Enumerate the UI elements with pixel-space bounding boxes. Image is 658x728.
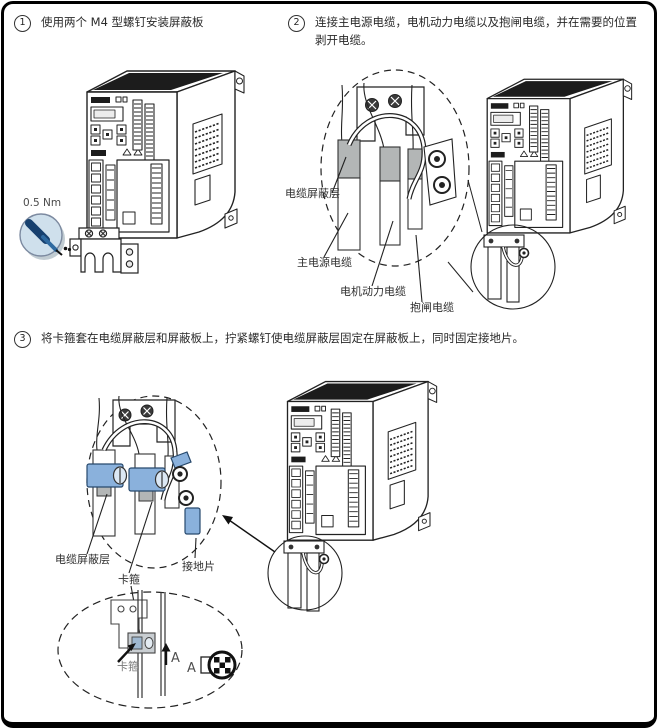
- plate-clamp-detail: [110, 590, 237, 698]
- magnifier-arrow: [222, 515, 276, 553]
- magnifier-ellipse: [320, 69, 470, 267]
- label-main-power-cable: 主电源电缆: [297, 255, 352, 269]
- label-view-a: A: [187, 661, 196, 676]
- step2-number-badge: 2: [288, 15, 305, 32]
- detail-source-circle-3: [267, 535, 343, 611]
- step2-header: 2 连接主电源电缆，电机动力电缆以及抱闸电缆，并在需要的位置剥开电缆。: [288, 14, 640, 50]
- magnifier-connector-lines: [447, 179, 483, 293]
- label-cable-shield-3: 电缆屏蔽层: [55, 553, 110, 566]
- torque-value-label: 0.5 Nm: [23, 197, 61, 209]
- servo-drive-3: [286, 380, 438, 541]
- drive2-cables: [483, 234, 530, 303]
- servo-drive-2: [486, 78, 633, 234]
- step3-header: 3 将卡箍套在电缆屏蔽层和屏蔽板上，拧紧螺钉使电缆屏蔽层固定在屏蔽板上，同时固定…: [14, 330, 634, 348]
- figure2-leader-lines: [323, 156, 423, 303]
- label-cable-shield: 电缆屏蔽层: [285, 187, 340, 200]
- label-brake-cable: 抱闸电缆: [410, 300, 454, 314]
- clamp-detail: [86, 395, 201, 537]
- shield-plate-screws: [72, 229, 134, 268]
- step2-instruction: 连接主电源电缆，电机动力电缆以及抱闸电缆，并在需要的位置剥开电缆。: [315, 15, 637, 47]
- label-ground-tab: 接地片: [182, 560, 215, 573]
- figure-step1-shield-plate-install: 0.5 Nm: [19, 70, 245, 274]
- step1-number-badge: 1: [14, 15, 31, 32]
- step3-instruction: 将卡箍套在电缆屏蔽层和屏蔽板上，拧紧螺钉使电缆屏蔽层固定在屏蔽板上，同时固定接地…: [41, 331, 524, 345]
- cable-detail: [337, 82, 457, 251]
- step3-number-badge: 3: [14, 331, 31, 348]
- label-view-marker-a: A: [171, 651, 180, 666]
- label-motor-power-cable: 电机动力电缆: [340, 284, 406, 298]
- figure-step3-clamp-install: 电缆屏蔽层 卡箍 接地片: [55, 380, 438, 709]
- figure-step2-cable-connection: 电缆屏蔽层 主电源电缆 电机动力电缆 抱闸电缆: [285, 69, 633, 314]
- label-clamp-detail: 卡箍: [117, 659, 139, 673]
- torque-screwdriver-icon: [19, 213, 72, 260]
- label-clamp: 卡箍: [118, 572, 140, 586]
- servo-drive-1: [86, 70, 245, 239]
- drive3-cables: [283, 540, 330, 612]
- step1-instruction: 使用两个 M4 型螺钉安装屏蔽板: [41, 15, 204, 29]
- detail-source-circle-2: [470, 224, 556, 310]
- magnifier-ellipse-plate: [57, 591, 243, 709]
- step1-header: 1 使用两个 M4 型螺钉安装屏蔽板: [14, 14, 274, 32]
